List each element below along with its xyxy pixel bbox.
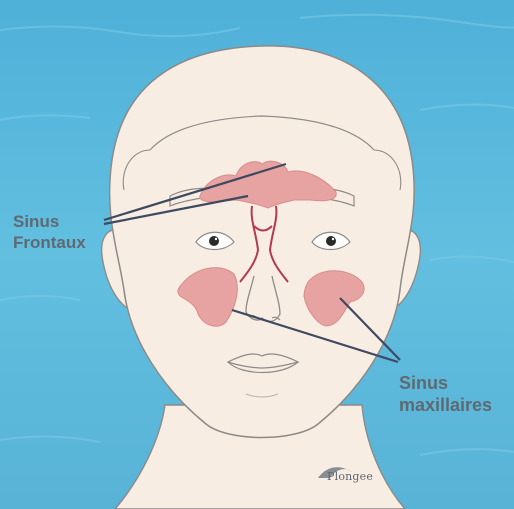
logo: Plongee: [327, 470, 373, 483]
maxillary-sinus-label: Sinus maxillaires: [399, 372, 492, 416]
frontal-sinus-label: Sinus Frontaux: [13, 211, 86, 253]
